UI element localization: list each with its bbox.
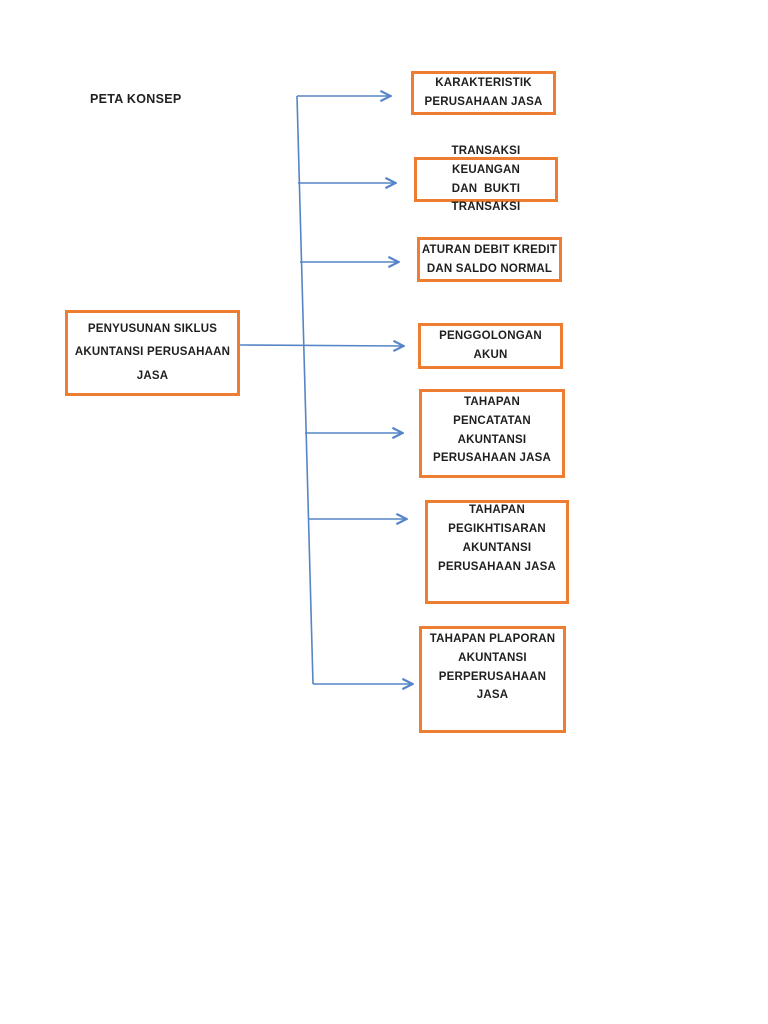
node-transaksi-keuangan: TRANSAKSI KEUANGAN DAN BUKTI TRANSAKSI <box>414 145 558 213</box>
connector-branch-4 <box>239 345 403 346</box>
node-label: TAHAPAN PEGIKHTISARAN AKUNTANSI PERUSAHA… <box>437 504 557 573</box>
concept-map-title: PETA KONSEP <box>90 92 182 106</box>
node-label: KARAKTERISTIK PERUSAHAAN JASA <box>424 77 543 108</box>
node-label: PENYUSUNAN SIKLUS AKUNTANSI PERUSAHAAN J… <box>74 322 231 382</box>
node-karakteristik: KARAKTERISTIK PERUSAHAAN JASA <box>411 71 556 115</box>
node-label: ATURAN DEBIT KREDIT DAN SALDO NORMAL <box>421 243 558 275</box>
node-tahapan-plaporan: TAHAPAN PLAPORAN AKUNTANSI PERPERUSAHAAN… <box>419 626 566 733</box>
node-label: TRANSAKSI KEUANGAN DAN BUKTI TRANSAKSI <box>451 144 521 214</box>
node-aturan-debit-kredit: ATURAN DEBIT KREDIT DAN SALDO NORMAL <box>417 237 562 282</box>
node-label: TAHAPAN PENCATATAN AKUNTANSI PERUSAHAAN … <box>432 395 552 465</box>
node-tahapan-pegikhtisaran: TAHAPAN PEGIKHTISARAN AKUNTANSI PERUSAHA… <box>425 500 569 604</box>
node-label: PENGGOLONGAN AKUN <box>439 330 542 361</box>
node-penyusunan-siklus: PENYUSUNAN SIKLUS AKUNTANSI PERUSAHAAN J… <box>65 310 240 396</box>
connector-spine <box>296 95 314 685</box>
node-penggolongan-akun: PENGGOLONGAN AKUN <box>418 323 563 369</box>
node-label: TAHAPAN PLAPORAN AKUNTANSI PERPERUSAHAAN… <box>429 632 556 702</box>
node-tahapan-pencatatan: TAHAPAN PENCATATAN AKUNTANSI PERUSAHAAN … <box>419 389 565 478</box>
